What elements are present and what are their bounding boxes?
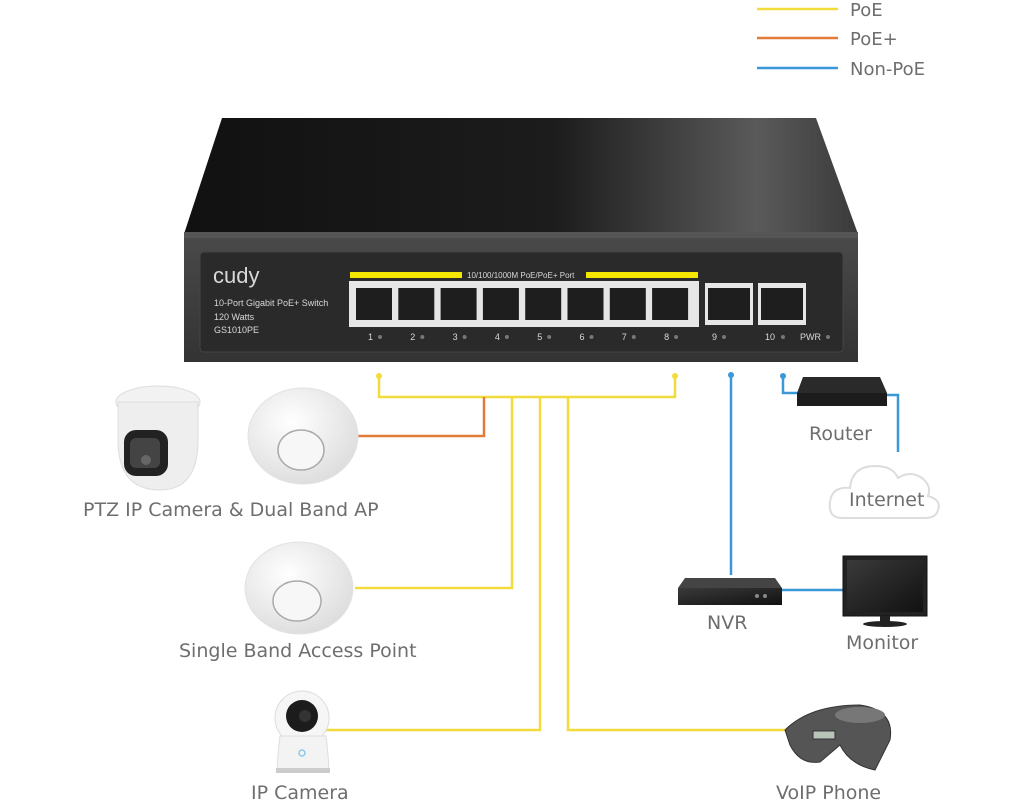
poe-trunk (377, 377, 677, 399)
non-poe-cables (728, 372, 900, 592)
switch-brand-logo: cudy (213, 263, 259, 288)
monitor-image (842, 555, 928, 627)
cable-router (781, 377, 800, 395)
label-ip-camera: IP Camera (251, 782, 349, 800)
port-label-1: 1 (368, 332, 373, 342)
port-label-5: 5 (537, 332, 542, 342)
label-router: Router (809, 423, 872, 445)
switch-power: 120 Watts (214, 312, 255, 322)
power-led-label: PWR (800, 332, 821, 342)
ethernet-port-5 (525, 288, 562, 320)
nvr-image (678, 578, 782, 605)
switch-top (184, 118, 858, 234)
internet-cloud-icon (828, 464, 940, 519)
label-internet: Internet (849, 489, 924, 511)
ethernet-port-2 (398, 288, 435, 320)
legend-label-poe-plus: PoE+ (850, 29, 898, 50)
port-led-4 (504, 335, 509, 339)
single-band-ap-image (244, 541, 354, 635)
poe-cables (325, 373, 785, 732)
poe-port-group-label: 10/100/1000M PoE/PoE+ Port (467, 271, 575, 280)
router-image (797, 377, 887, 406)
port-led-6 (589, 335, 594, 339)
port-label-2: 2 (410, 332, 415, 342)
port-led-2 (420, 335, 425, 339)
label-voip-phone: VoIP Phone (776, 782, 881, 800)
label-nvr: NVR (707, 612, 747, 634)
port1-connector-dot (376, 373, 382, 379)
dual-band-ap-image (247, 387, 359, 485)
cable-dual-band-ap-poe-plus (357, 397, 486, 438)
switch-description: 10-Port Gigabit PoE+ Switch (214, 298, 328, 308)
port-label-6: 6 (580, 332, 585, 342)
legend-item-poe-plus: PoE+ (757, 29, 898, 50)
port10-connector-dot (780, 373, 786, 379)
cable-ip-camera (325, 397, 542, 732)
port-led-10 (781, 335, 785, 339)
ethernet-port-6 (567, 288, 604, 320)
switch-edge (184, 232, 858, 238)
ethernet-port-1 (356, 288, 392, 320)
ethernet-port-9 (708, 288, 750, 320)
cable-internet (885, 393, 900, 452)
label-ptz-camera-dual-band-ap: PTZ IP Camera & Dual Band AP (83, 499, 379, 521)
ethernet-port-7 (609, 288, 646, 320)
port9-connector-dot (728, 372, 734, 378)
port-led-7 (631, 335, 636, 339)
port-label-9: 9 (712, 332, 717, 342)
port-row: 1 2 3 4 5 6 7 8 9 10 (356, 283, 806, 342)
port-label-3: 3 (453, 332, 458, 342)
ethernet-port-3 (440, 288, 477, 320)
port-led-5 (547, 335, 552, 339)
port-label-7: 7 (622, 332, 627, 342)
ptz-camera-image (115, 385, 201, 491)
power-led (826, 335, 830, 339)
legend-label-poe: PoE (850, 0, 883, 21)
port-led-1 (378, 335, 382, 339)
port-label-10: 10 (765, 332, 775, 342)
switch-model: GS1010PE (214, 325, 259, 335)
legend-item-non-poe: Non-PoE (757, 59, 925, 80)
cable-voip-phone (566, 397, 785, 732)
port8-connector-dot (672, 373, 678, 379)
ethernet-port-10 (761, 288, 803, 320)
port-label-4: 4 (495, 332, 500, 342)
ethernet-port-4 (482, 288, 519, 320)
poe-group-bar-right (586, 272, 698, 278)
port-led-8 (674, 335, 679, 339)
legend-item-poe: PoE (757, 0, 883, 21)
label-single-band-ap: Single Band Access Point (179, 640, 417, 662)
legend: PoE PoE+ Non-PoE (757, 0, 925, 80)
legend-label-non-poe: Non-PoE (850, 59, 925, 80)
ethernet-port-8 (652, 288, 689, 320)
label-monitor: Monitor (846, 632, 918, 654)
port-led-3 (462, 335, 467, 339)
port-led-9 (722, 335, 726, 339)
voip-phone-image (784, 704, 892, 771)
poe-switch: cudy 10-Port Gigabit PoE+ Switch 120 Wat… (184, 118, 858, 362)
port-label-8: 8 (664, 332, 669, 342)
ip-camera-image (274, 690, 330, 773)
poe-group-bar-left (350, 272, 462, 278)
cable-single-ap (355, 397, 514, 590)
